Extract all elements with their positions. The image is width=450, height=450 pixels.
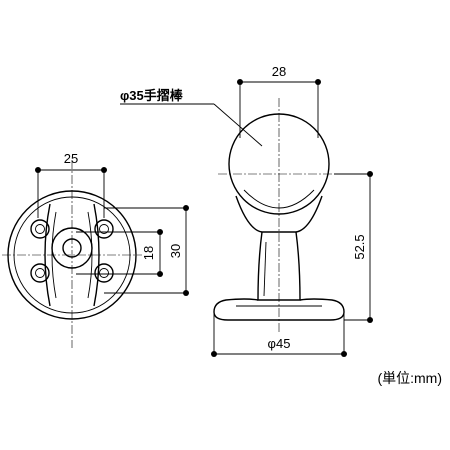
side-view: 28 φ35手摺棒 52.5 φ45 [120, 64, 373, 357]
dim-height-label: 52.5 [352, 234, 367, 259]
callout-label: φ35手摺棒 [120, 88, 184, 103]
dim-point-height-bottom [367, 317, 373, 323]
screw-hole-bottom-left [30, 263, 50, 283]
dim-point-outer-top [183, 205, 189, 211]
dim-point-inner-top [157, 229, 163, 235]
dim-point-outer-bottom [183, 290, 189, 296]
dim-point-width-right [101, 167, 107, 173]
callout-leader [213, 103, 263, 147]
plan-view: 25 18 30 [2, 151, 189, 348]
base-right-bevel-inner [87, 211, 93, 299]
screw-hole-bottom-right [94, 263, 114, 283]
unit-note: (単位:mm) [377, 370, 442, 386]
base-right-bevel [93, 203, 100, 307]
bracket-stem-highlight [263, 241, 267, 297]
dim-point-base-right [341, 351, 347, 357]
base-plate-outline [7, 190, 137, 320]
screw-hole-top-left [30, 219, 50, 239]
dim-outer-label: 30 [168, 244, 183, 258]
handrail-ball [228, 113, 330, 215]
center-boss-outer [51, 227, 93, 269]
dim-point-ball-right [315, 79, 321, 85]
base-left-bevel [44, 203, 51, 307]
bracket-saddle [235, 195, 323, 233]
base-flange [213, 298, 345, 321]
base-left-bevel-inner [51, 211, 57, 299]
base-plate-inner-ring [13, 196, 131, 314]
dim-point-inner-bottom [157, 271, 163, 277]
dim-point-width-left [35, 167, 41, 173]
dim-ball-width-label: 28 [272, 64, 286, 79]
bracket-saddle-inner [243, 189, 315, 209]
dim-inner-label: 18 [141, 246, 156, 260]
bracket-stem [257, 231, 301, 301]
center-boss-inner [62, 238, 82, 258]
dim-width-label: 25 [64, 151, 78, 166]
dim-point-base-left [211, 351, 217, 357]
screw-hole-top-right [94, 219, 114, 239]
dim-point-height-top [367, 171, 373, 177]
dim-point-ball-left [237, 79, 243, 85]
dim-base-diameter-label: φ45 [268, 336, 291, 351]
